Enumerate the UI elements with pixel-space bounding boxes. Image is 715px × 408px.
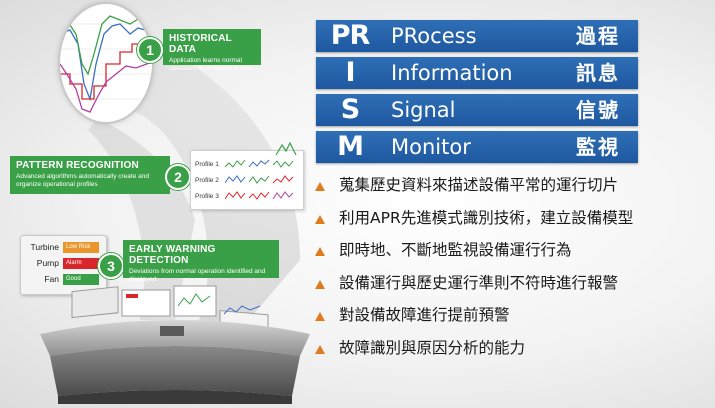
bullet-triangle-icon [315, 279, 325, 289]
prism-cn-process: 過程 [576, 24, 620, 48]
bullet-text: 利用APR先進模式識別技術，建立設備模型 [339, 208, 634, 227]
pattern-recognition-callout: PATTERN RECOGNITION Advanced algorithms … [10, 156, 170, 194]
status-pill-fan: Good [63, 274, 99, 285]
status-pill-turbine: Low Risk [63, 242, 99, 253]
step-1-title: HISTORICAL DATA [169, 33, 232, 55]
bullet-triangle-icon [315, 247, 325, 256]
step-1-description: Application learns normal operation from… [169, 57, 253, 72]
profile-label-3: Profile 3 [195, 193, 219, 200]
status-name-turbine: Turbine [30, 242, 59, 252]
bullet-triangle-icon [315, 214, 325, 224]
profile-card: Profile 1 Profile 2 Profile 3 [190, 141, 304, 210]
bullet-text: 蒐集歷史資料來描述設備平常的運行切片 [339, 176, 619, 194]
early-warning-callout: EARLY WARNING DETECTION Deviations from … [123, 240, 279, 283]
trend-chart-graphic [60, 15, 152, 113]
prism-word-monitor: Monitor [391, 135, 471, 159]
step-2-badge: 2 [165, 164, 191, 190]
prism-logo-icon [275, 141, 297, 156]
prism-word-process: PRocess [391, 24, 477, 48]
profile-sparklines [225, 159, 294, 200]
list-item: 蒐集歷史資料來描述設備平常的運行切片 [313, 174, 633, 207]
prism-bar-signal: S Signal 信號 [316, 94, 638, 126]
bullet-text: 故障識別與原因分析的能力 [339, 338, 526, 357]
bullet-text: 設備運行與歷史運行準則不符時進行報警 [339, 273, 619, 292]
list-item: 利用APR先進模式識別技術，建立設備模型 [313, 207, 633, 240]
list-item: 即時地、不斷地監視設備運行行為 [313, 239, 633, 272]
historical-data-callout: HISTORICAL DATA Application learns norma… [163, 29, 261, 72]
control-console-illustration [40, 285, 310, 404]
bullet-text: 即時地、不斷地監視設備運行行為 [339, 241, 572, 259]
prism-bar-process: PR PRocess 過程 [316, 20, 638, 52]
bullet-triangle-icon [315, 312, 325, 321]
prism-cn-monitor: 監視 [576, 135, 620, 159]
prism-bar-monitor: M Monitor 監視 [316, 131, 638, 163]
prism-cn-signal: 信號 [576, 98, 620, 122]
prism-letters-s: S [340, 94, 360, 125]
step-2-title: PATTERN RECOGNITION [16, 160, 139, 171]
step-2-description: Advanced algorithms automatically create… [16, 173, 149, 188]
bullet-text: 對設備故障進行提前預警 [339, 306, 510, 324]
status-name-pump: Pump [36, 258, 59, 268]
list-item: 對設備故障進行提前預警 [313, 304, 633, 337]
bullet-triangle-icon [315, 344, 325, 354]
prism-bar-information: I Information 訊息 [316, 57, 638, 89]
list-item: 故障識別與原因分析的能力 [313, 337, 633, 370]
equipment-status-panel: Turbine Low Risk Pump Alarm Fan Good [20, 235, 107, 295]
bullet-triangle-icon [315, 182, 325, 191]
list-item: 設備運行與歷史運行準則不符時進行報警 [313, 272, 633, 305]
prism-word-information: Information [391, 61, 513, 85]
status-name-fan: Fan [44, 274, 59, 284]
step-3-title: EARLY WARNING DETECTION [129, 244, 216, 266]
profile-label-2: Profile 2 [195, 177, 219, 184]
feature-list: 蒐集歷史資料來描述設備平常的運行切片 利用APR先進模式識別技術，建立設備模型 … [313, 174, 633, 369]
status-pill-pump: Alarm [63, 258, 99, 269]
step-3-description: Deviations from normal operation identif… [129, 268, 266, 283]
historical-trend-zoom [58, 2, 154, 124]
prism-letters-pr: PR [330, 20, 371, 51]
profile-label-1: Profile 1 [195, 161, 219, 168]
step-1-badge: 1 [137, 37, 163, 63]
prism-cn-information: 訊息 [576, 61, 620, 85]
prism-word-signal: Signal [391, 98, 456, 122]
prism-letters-m: M [337, 131, 364, 162]
prism-letters-i: I [345, 57, 355, 88]
